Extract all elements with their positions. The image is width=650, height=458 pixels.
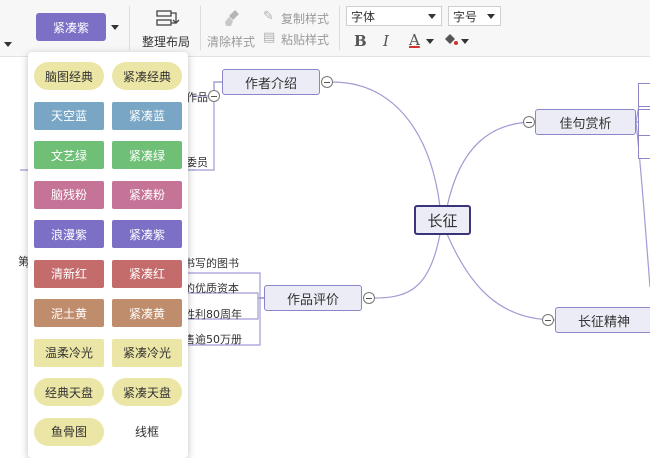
bold-button[interactable]: B [354,32,367,50]
review-leaf[interactable]: 的优质资本 [184,282,239,295]
theme-option[interactable]: 脑图经典 [34,62,104,90]
paste-style-icon: ▤ [263,30,276,45]
organize-layout-button[interactable]: 整理布局 [140,6,194,50]
font-family-chevron-down-icon [428,14,436,19]
toolbar-divider [129,6,130,50]
font-size-chevron-down-icon [487,14,495,19]
toolbar-divider [339,6,340,50]
root-node[interactable]: 长征 [414,205,471,235]
theme-option[interactable]: 紧凑蓝 [112,101,182,130]
theme-option[interactable]: 浪漫紫 [34,220,104,248]
branch-review-node[interactable]: 作品评价 [264,285,362,311]
clear-style-label: 清除样式 [207,35,256,49]
copy-style-label: 复制样式 [281,12,330,26]
toolbar-divider [200,6,201,50]
theme-option[interactable]: 紧凑红 [112,259,182,288]
author-leaf-collapse-icon[interactable] [208,90,220,102]
theme-option[interactable]: 清新红 [34,259,104,288]
font-family-value: 字体 [351,9,376,24]
copy-style-button[interactable]: ✎ 复制样式 [263,9,335,27]
left-fragment[interactable]: 第 [18,255,29,268]
paint-bucket-icon [445,34,458,45]
font-size-select[interactable]: 字号 [448,6,501,26]
theme-option[interactable]: 紧凑粉 [112,180,182,209]
paste-style-label: 粘贴样式 [281,33,330,47]
theme-option[interactable]: 天空蓝 [34,101,104,130]
branch-quotes-node[interactable]: 佳句赏析 [535,109,636,135]
review-collapse-icon[interactable] [363,292,375,304]
brush-icon [225,10,239,26]
font-size-value: 字号 [453,9,478,24]
review-leaf[interactable]: 售逾50万册 [184,333,242,346]
toolbar: 紧凑紫 整理布局 清除样式 ✎ 复制样式 ▤ 粘贴样式 字体 字号 [0,0,650,57]
offscreen-node-low[interactable] [638,135,650,159]
review-leaf[interactable]: 书写的图书 [184,257,239,270]
theme-option[interactable]: 紧凑绿 [112,141,182,169]
quotes-collapse-icon[interactable] [523,116,535,128]
left-chevron-down-icon[interactable] [4,42,12,47]
theme-option[interactable]: 紧凑冷光 [112,338,182,367]
theme-option[interactable]: 文艺绿 [34,141,104,169]
copy-style-icon: ✎ [263,9,274,24]
theme-dropdown: 脑图经典紧凑经典天空蓝紧凑蓝文艺绿紧凑绿脑残粉紧凑粉浪漫紫紧凑紫清新红紧凑红泥土… [28,52,188,458]
theme-option[interactable]: 紧凑天盘 [112,378,182,406]
theme-dropdown-chevron-down-icon[interactable] [111,25,119,30]
theme-option[interactable]: 紧凑紫 [112,220,182,248]
fill-color-button[interactable] [440,30,470,52]
theme-option[interactable]: 温柔冷光 [34,338,104,367]
theme-option[interactable]: 紧凑经典 [112,62,182,90]
font-family-select[interactable]: 字体 [346,6,442,26]
theme-option[interactable]: 线框 [112,417,182,446]
branch-spirit-node[interactable]: 长征精神 [555,307,650,333]
theme-option[interactable]: 脑残粉 [34,180,104,209]
font-color-letter: A [409,31,420,49]
spirit-collapse-icon[interactable] [542,314,554,326]
offscreen-node-mid[interactable] [638,109,650,137]
offscreen-node-top[interactable] [638,83,650,107]
review-leaf[interactable]: 胜利80周年 [184,308,242,321]
italic-button[interactable]: I [383,32,389,50]
organize-layout-icon [156,10,180,26]
font-color-chevron-down-icon [426,39,434,44]
theme-option[interactable]: 紧凑黄 [112,299,182,327]
author-leaf[interactable]: 作品 [186,91,208,104]
clear-style-button[interactable]: 清除样式 [205,6,259,50]
theme-select-button[interactable]: 紧凑紫 [36,13,106,41]
branch-author-node[interactable]: 作者介绍 [222,69,320,95]
author-collapse-icon[interactable] [321,76,333,88]
organize-layout-label: 整理布局 [142,35,191,49]
theme-option[interactable]: 经典天盘 [34,378,104,406]
font-color-button[interactable]: A [406,30,436,52]
paste-style-button[interactable]: ▤ 粘贴样式 [263,30,335,48]
theme-option[interactable]: 泥土黄 [34,299,104,327]
theme-option[interactable]: 鱼骨图 [34,417,104,446]
author-leaf[interactable]: 委员 [186,156,208,169]
fill-color-chevron-down-icon [461,39,469,44]
